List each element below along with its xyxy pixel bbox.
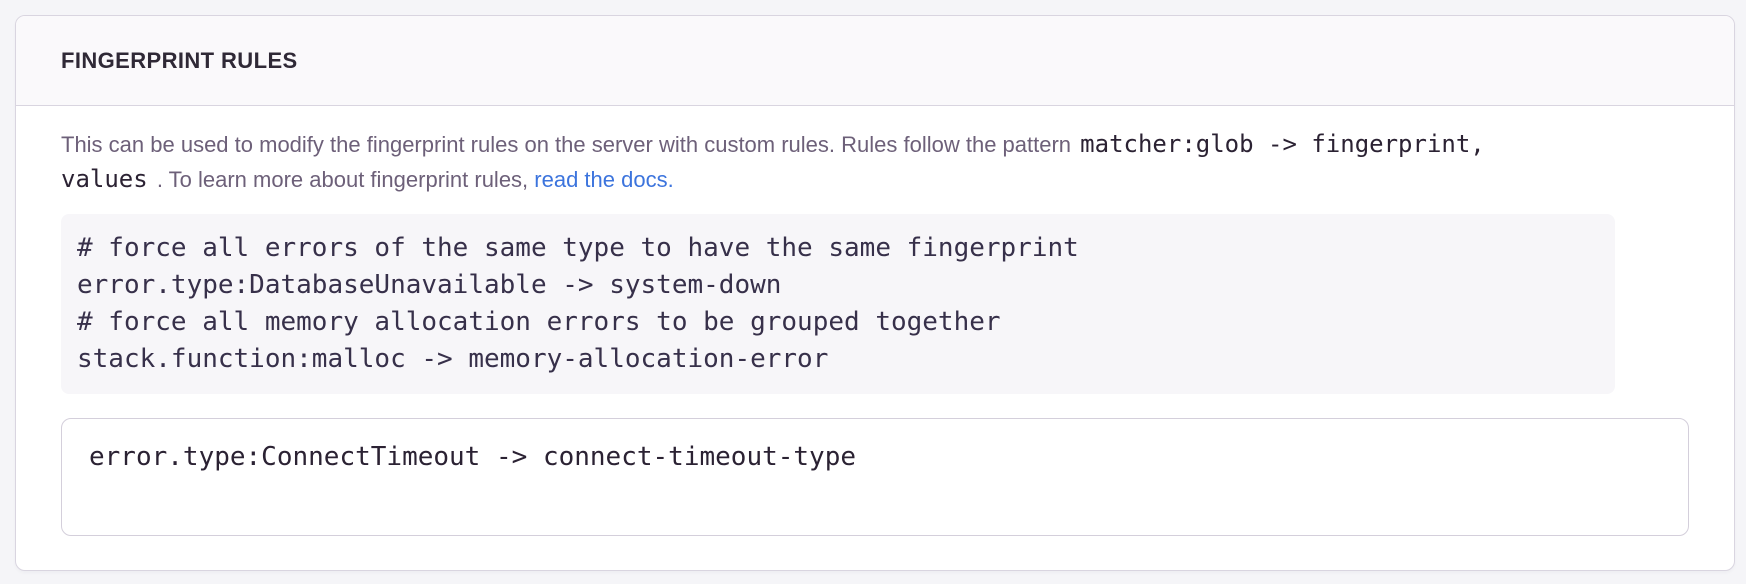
pattern-inline-code: matcher:glob -> fingerprint, values <box>61 130 1485 193</box>
fingerprint-rules-panel: FINGERPRINT RULES This can be used to mo… <box>15 15 1735 571</box>
description-intro: This can be used to modify the fingerpri… <box>61 132 1078 157</box>
pattern-code-line2: values <box>61 165 148 193</box>
description-text: This can be used to modify the fingerpri… <box>61 127 1689 197</box>
panel-header: FINGERPRINT RULES <box>16 16 1734 106</box>
read-docs-link[interactable]: read the docs <box>534 167 668 192</box>
pattern-code-line1: matcher:glob -> fingerprint, <box>1080 130 1485 158</box>
description-middle: . To learn more about fingerprint rules, <box>150 167 535 192</box>
panel-body: This can be used to modify the fingerpri… <box>16 106 1734 536</box>
description-period: . <box>667 167 674 192</box>
example-code-block: # force all errors of the same type to h… <box>61 214 1615 394</box>
fingerprint-rules-input[interactable]: error.type:ConnectTimeout -> connect-tim… <box>61 418 1689 536</box>
panel-title: FINGERPRINT RULES <box>61 47 298 73</box>
